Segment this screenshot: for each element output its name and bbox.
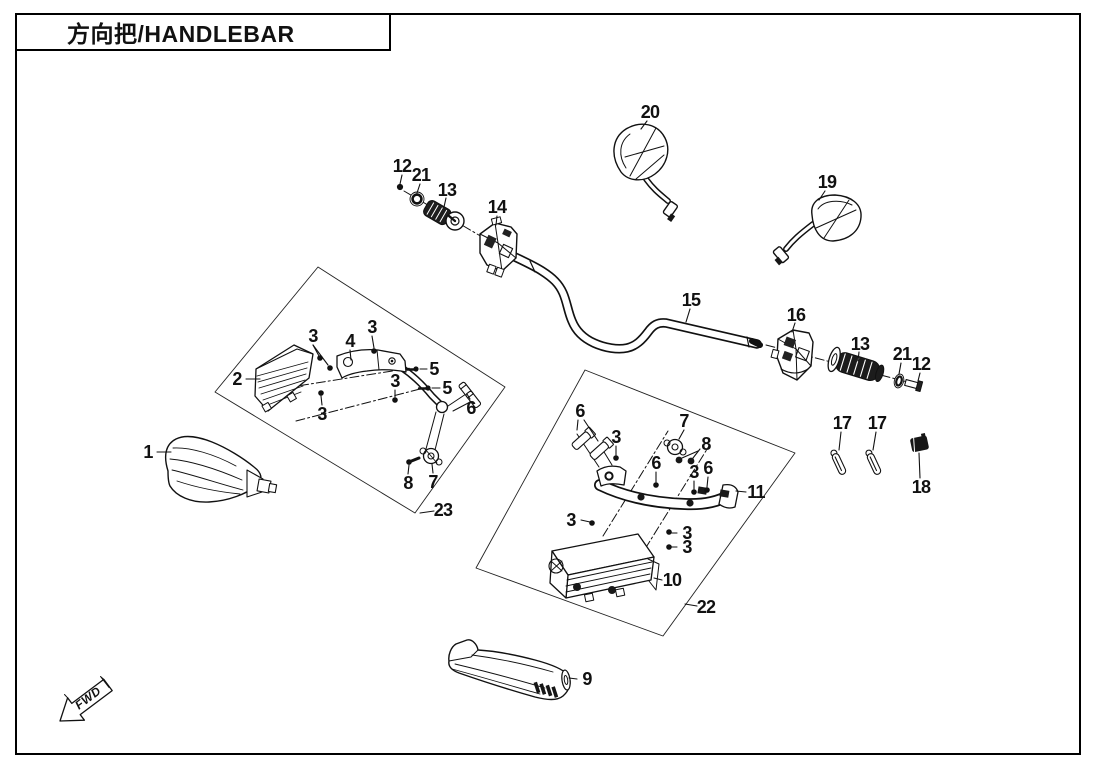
part-washer-21-left-drawing <box>409 191 425 207</box>
title-box: 方向把/HANDLEBAR <box>15 13 391 51</box>
part-bolts-6-right-drawing <box>571 426 614 460</box>
fwd-arrow-icon <box>59 676 113 722</box>
part-grip-13-right-drawing <box>827 346 885 383</box>
connector-lines <box>425 393 613 468</box>
part-switch-16-drawing <box>770 329 814 381</box>
part-switch-14-drawing <box>479 216 518 278</box>
assembly-group-23-outline <box>214 266 506 514</box>
part-bolt-12-left-drawing <box>396 183 404 191</box>
part-washer-21-right-drawing <box>893 373 905 389</box>
part-clamp-7-left-drawing <box>407 447 443 466</box>
part-mirror-left-drawing <box>613 123 679 222</box>
part-pin-17b-drawing <box>865 449 882 475</box>
part-guard-plate-2-drawing <box>254 344 314 413</box>
part-screws-5-drawing <box>405 366 431 391</box>
part-guard-plate-10-drawing <box>548 533 660 603</box>
part-bracket-4-drawing <box>336 348 449 414</box>
page-title: 方向把/HANDLEBAR <box>67 21 295 47</box>
part-hand-guard-1-drawing <box>164 435 278 503</box>
part-cap-18-drawing <box>910 433 929 453</box>
diagram-border-frame <box>15 13 1081 755</box>
part-pin-17a-drawing <box>830 449 847 475</box>
part-throttle-end-13-left-drawing <box>423 200 465 231</box>
part-bolts-6-left-drawing <box>458 381 482 408</box>
part-mirror-right-drawing <box>772 194 862 266</box>
part-handlebar-drawing <box>495 245 763 354</box>
fastener-dots <box>317 348 710 550</box>
part-bracket-11-drawing <box>594 465 739 511</box>
part-clamp-7-right-drawing <box>663 438 695 465</box>
part-hand-guard-9-drawing <box>448 639 571 701</box>
assembly-group-22-outline <box>475 369 796 637</box>
leader-lines <box>156 120 921 680</box>
part-bolt-12-right-drawing <box>904 378 924 393</box>
